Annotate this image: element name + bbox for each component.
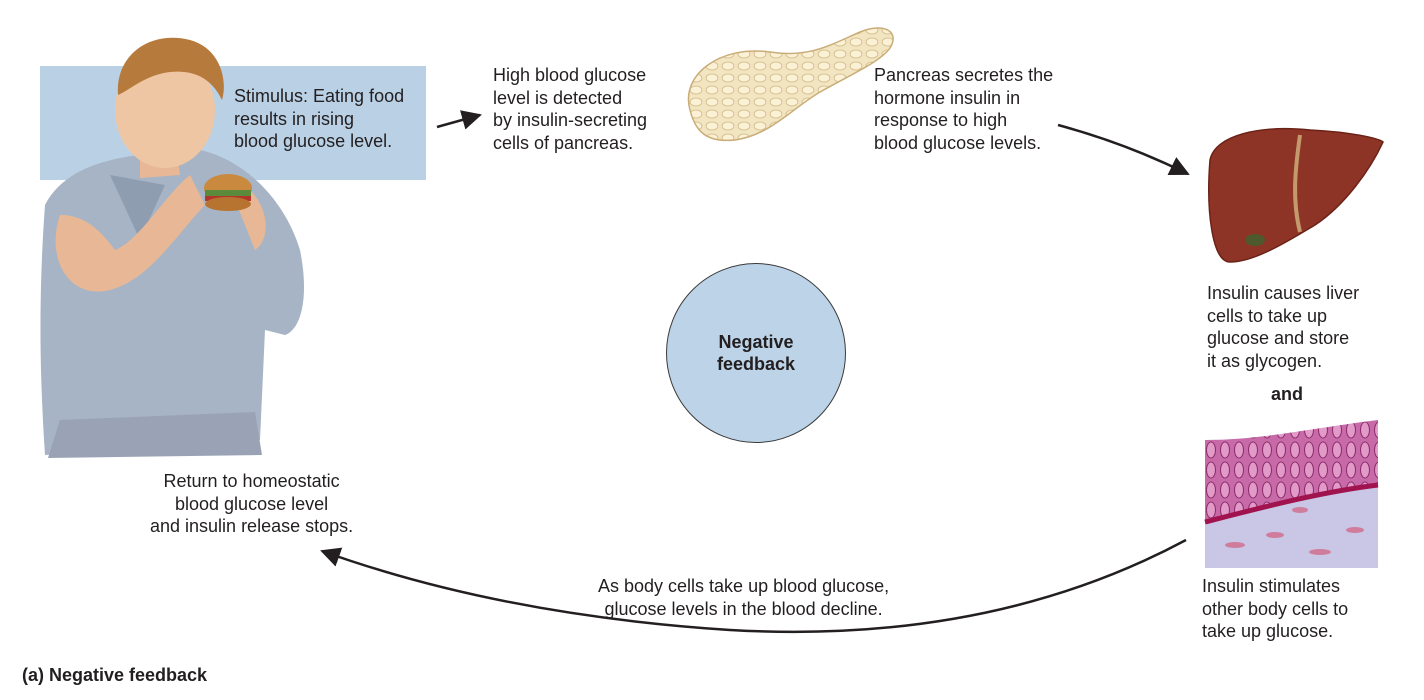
person-eating-illustration <box>40 37 305 458</box>
return-text: Return to homeostatic blood glucose leve… <box>150 471 354 536</box>
stimulus-text: Stimulus: Eating food results in rising … <box>234 86 405 151</box>
arrow-pancreas-to-liver <box>1057 123 1190 176</box>
figure-caption: (a) Negative feedback <box>22 665 208 685</box>
tissue-cells-illustration <box>1204 420 1379 568</box>
liver-illustration <box>1208 128 1384 263</box>
liver-text: Insulin causes liver cells to take up gl… <box>1207 283 1360 371</box>
secretion-text: Pancreas secretes the hormone insulin in… <box>874 65 1054 153</box>
pancreas-illustration <box>687 27 894 142</box>
arrow-stimulus-to-detection <box>436 110 482 130</box>
stimulus-box <box>40 66 426 180</box>
arrow-return-loop <box>320 538 1187 634</box>
negative-feedback-circle: Negative feedback <box>666 263 846 443</box>
and-label: and <box>1271 384 1304 404</box>
center-label: Negative feedback <box>716 332 796 374</box>
detection-text: High blood glucose level is detected by … <box>493 65 648 153</box>
decline-text: As body cells take up blood glucose, glu… <box>598 576 890 619</box>
body-cells-text: Insulin stimulates other body cells to t… <box>1202 576 1349 641</box>
